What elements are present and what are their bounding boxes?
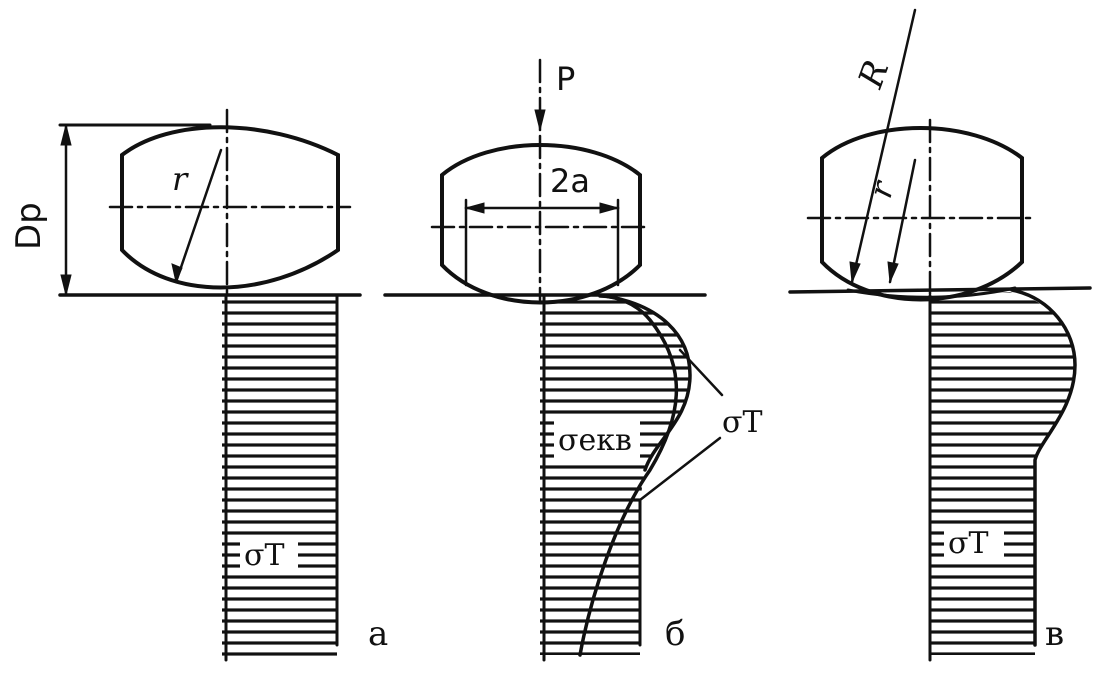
radius-label-c: r bbox=[861, 176, 902, 202]
big-radius-label-c: R bbox=[851, 55, 898, 94]
stress-label-c: σT bbox=[948, 526, 989, 561]
contact-label-b: 2a bbox=[550, 162, 590, 200]
stress-region-b bbox=[540, 296, 690, 655]
sigma-eqv-curve-b bbox=[578, 294, 678, 657]
radius-R-line-c bbox=[850, 8, 917, 284]
panel-letter-c: в bbox=[1045, 614, 1064, 654]
stress-label-b: σT bbox=[722, 405, 763, 440]
force-label-b: P bbox=[556, 60, 575, 98]
sigma-t-curve-b bbox=[603, 294, 692, 472]
stress-column-a bbox=[222, 296, 337, 658]
stress-label-a: σT bbox=[244, 538, 285, 573]
panel-a bbox=[58, 108, 362, 662]
panel-b bbox=[383, 58, 724, 662]
dim-label-a: Dp bbox=[9, 202, 49, 250]
radius-arrow-a bbox=[174, 148, 223, 284]
radius-r-line-c bbox=[888, 158, 917, 284]
panel-letter-a: а bbox=[368, 614, 388, 654]
stress-column-c bbox=[930, 292, 1075, 655]
panel-c bbox=[788, 8, 1092, 662]
roller-a bbox=[120, 125, 340, 290]
stress-eq-label-b: σекв bbox=[558, 423, 632, 458]
panel-letter-b: б bbox=[665, 614, 685, 654]
radius-label-a: r bbox=[172, 160, 189, 198]
